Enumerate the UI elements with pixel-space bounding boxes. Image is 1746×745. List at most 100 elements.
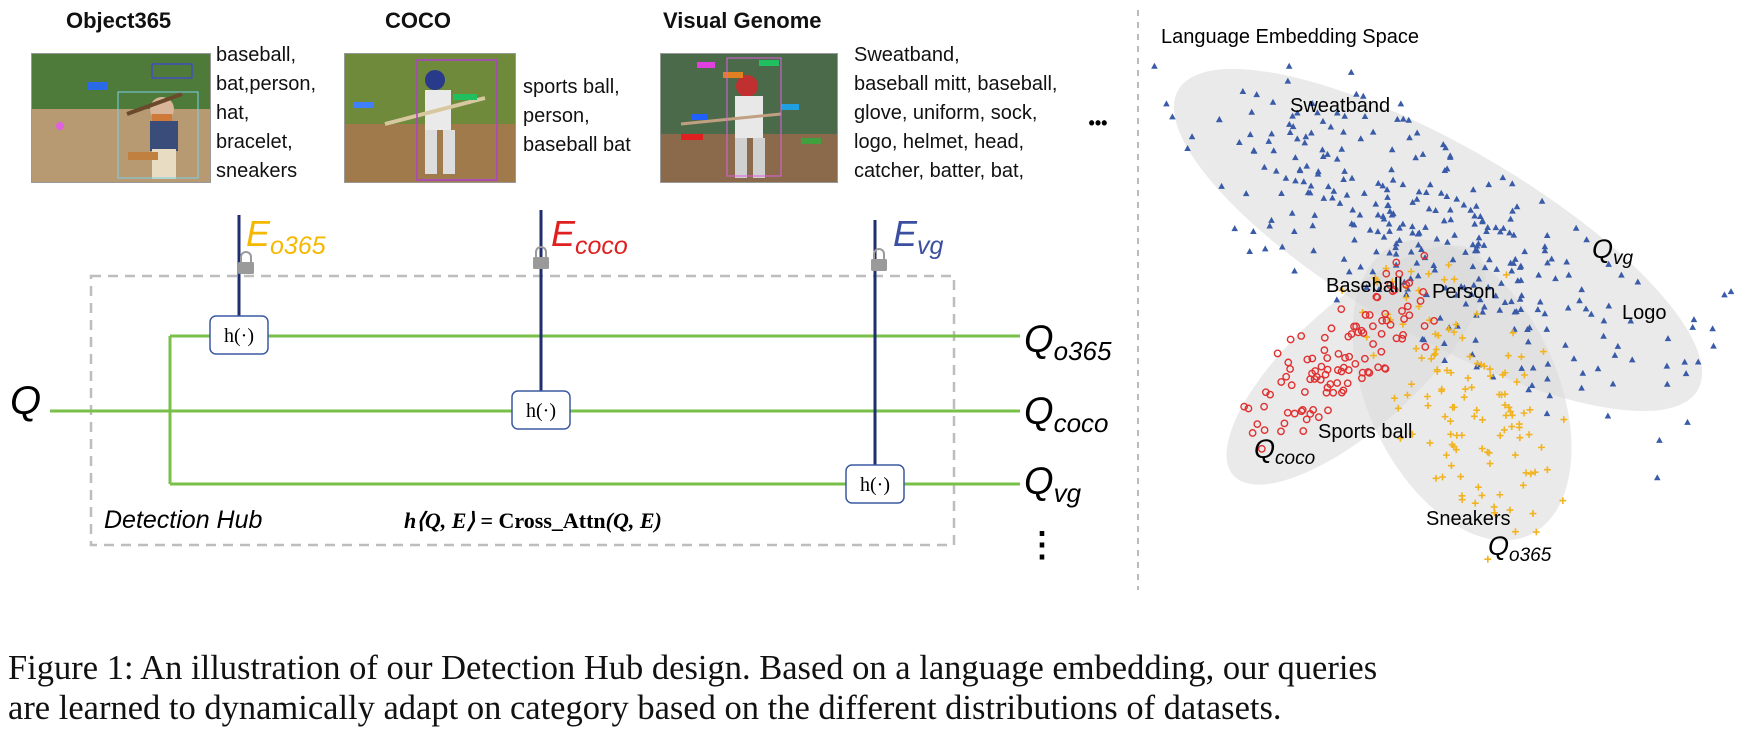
embedding-label-o365: Eo365: [246, 213, 326, 260]
o365-point: [1474, 483, 1482, 491]
vg-point: [1329, 194, 1336, 201]
coco-point: [1392, 334, 1401, 343]
vg-point: [1308, 129, 1315, 136]
vg-point: [1414, 230, 1422, 237]
vg-point: [1320, 194, 1328, 201]
vg-point: [1485, 181, 1493, 188]
o365-point: [1452, 321, 1460, 328]
category: bat,person,: [216, 73, 317, 95]
vg-point: [1394, 115, 1401, 122]
vg-point: [1475, 234, 1483, 241]
o365-point: [1515, 420, 1523, 428]
coco-point: [1253, 420, 1262, 428]
vg-point: [1727, 288, 1735, 295]
vg-point: [1439, 141, 1447, 148]
vg-point: [1340, 255, 1348, 262]
vg-point: [1442, 144, 1449, 151]
vg-point: [1484, 283, 1492, 290]
embedding-space-panel: Language Embedding Space Sweatband Baseb…: [1151, 26, 1735, 566]
o365-point: [1418, 354, 1426, 362]
vg-point: [1441, 357, 1448, 364]
o365-point: [1504, 352, 1512, 360]
o365-point: [1433, 368, 1441, 375]
vg-point: [1528, 382, 1536, 389]
vg-point: [1664, 335, 1672, 342]
o365-point: [1509, 329, 1517, 337]
vg-point: [1409, 223, 1416, 230]
o365-point: [1430, 351, 1438, 359]
vg-point: [1215, 116, 1223, 123]
coco-point: [1337, 305, 1346, 314]
coco-point: [1373, 293, 1382, 302]
o365-point: [1516, 434, 1524, 442]
coco-point: [1308, 354, 1317, 363]
vg-point: [1341, 112, 1349, 119]
caption-line-1: Figure 1: An illustration of our Detecti…: [8, 649, 1378, 687]
vg-point: [1246, 131, 1254, 138]
vg-point: [1294, 109, 1301, 116]
vg-point: [1512, 255, 1519, 262]
vg-point: [1359, 92, 1367, 99]
vg-point: [1684, 418, 1691, 425]
o365-point: [1503, 271, 1510, 279]
coco-point: [1314, 413, 1323, 422]
vg-point: [1432, 207, 1439, 214]
query-output-o365: Qo365: [1024, 319, 1112, 366]
vg-point: [1476, 296, 1484, 303]
o365-point: [1402, 294, 1410, 301]
embedding-label-coco: Ecoco: [551, 213, 628, 260]
vg-point: [1286, 120, 1293, 127]
coco-point: [1286, 335, 1295, 344]
vg-point: [1449, 256, 1457, 263]
vg-point: [1261, 245, 1269, 252]
o365-point: [1496, 491, 1504, 499]
vg-point: [1544, 375, 1551, 382]
coco-point: [1277, 378, 1286, 386]
vg-point: [1510, 231, 1518, 238]
dataset-title-object365: Object365: [66, 8, 172, 33]
vg-point: [1348, 174, 1356, 181]
vg-point: [1656, 436, 1663, 443]
coco-point: [1297, 332, 1306, 340]
h-box-o365: h(·): [209, 315, 269, 355]
coco-point: [1344, 332, 1353, 341]
vg-point: [1535, 271, 1542, 278]
embedding-space-title: Language Embedding Space: [1161, 26, 1419, 48]
o365-point: [1448, 462, 1455, 470]
detection-hub-label: Detection Hub: [104, 506, 263, 534]
vg-point: [1443, 192, 1451, 199]
vg-point: [1480, 241, 1488, 248]
vg-point: [1634, 278, 1642, 285]
o365-point: [1495, 391, 1503, 398]
vg-point: [1319, 146, 1326, 153]
vg-point: [1681, 358, 1688, 365]
coco-point: [1240, 402, 1249, 411]
visual-genome-image: [660, 53, 838, 183]
vg-point: [1390, 210, 1397, 217]
o365-point: [1526, 406, 1534, 414]
coco-point: [1377, 329, 1386, 338]
vg-point: [1442, 284, 1450, 291]
coco-point: [1419, 287, 1428, 296]
vg-point: [1583, 236, 1590, 243]
category: baseball,: [216, 44, 297, 66]
vg-point: [1310, 247, 1317, 254]
vg-point: [1413, 129, 1421, 136]
coco-point: [1303, 355, 1312, 364]
vg-point: [1426, 181, 1434, 188]
vg-point: [1380, 233, 1388, 240]
vg-point: [1399, 115, 1407, 122]
vg-point: [1319, 152, 1327, 159]
o365-point: [1458, 496, 1466, 504]
o365-point: [1450, 275, 1458, 283]
coco-point: [1341, 353, 1349, 362]
vg-point: [1473, 202, 1480, 209]
vg-point: [1284, 77, 1292, 84]
vg-point: [1471, 212, 1478, 219]
vg-point: [1516, 295, 1524, 302]
vg-point: [1294, 135, 1301, 142]
coco-point: [1352, 322, 1361, 331]
vg-point: [1418, 245, 1425, 252]
vg-point: [1654, 474, 1661, 481]
o365-point: [1441, 413, 1449, 421]
